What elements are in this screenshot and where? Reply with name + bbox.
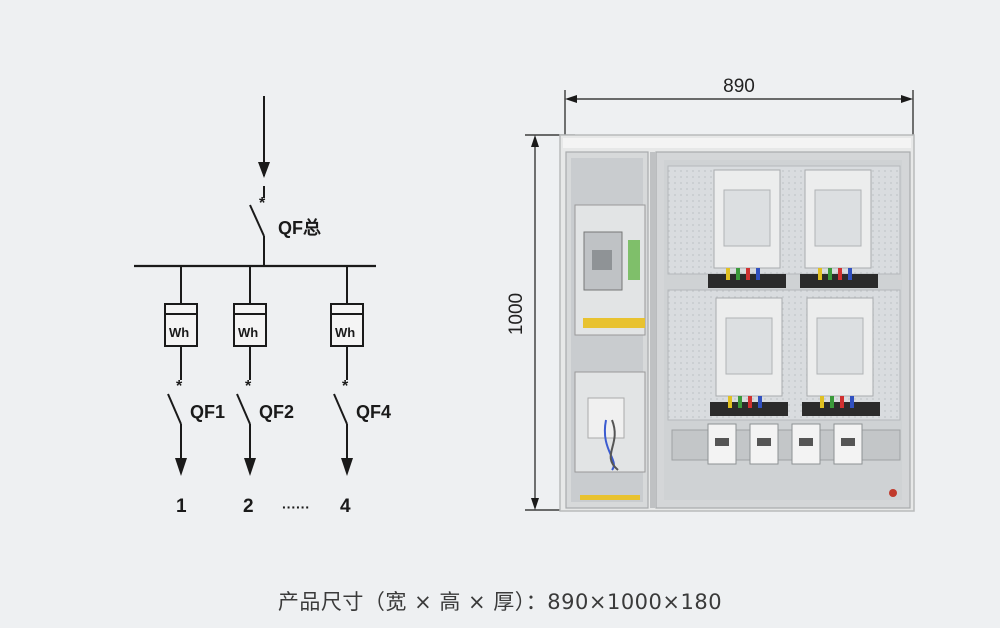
branch-breaker-blade-4 xyxy=(333,393,348,425)
branch-1 xyxy=(164,266,198,476)
main-breaker-label: QF总 xyxy=(278,217,321,238)
branch-4 xyxy=(330,266,364,476)
outgoing-arrow-icon-1 xyxy=(175,458,187,476)
width-dimension-label: 890 xyxy=(723,76,755,97)
branch-breaker-label-2: QF2 xyxy=(259,402,294,422)
outgoing-arrow-icon-2 xyxy=(244,458,256,476)
branch-2 xyxy=(233,266,267,476)
circuit-number-1: 1 xyxy=(176,496,187,517)
branch-breaker-blade-2 xyxy=(236,393,251,425)
height-dimension-label: 1000 xyxy=(506,293,527,335)
din-rail xyxy=(671,429,901,461)
branch-breaker-asterisk-2: * xyxy=(245,378,252,395)
main-breaker-blade xyxy=(249,204,265,237)
meter-box-2 xyxy=(233,303,267,347)
main-breaker-asterisk: * xyxy=(259,195,266,212)
single-line-diagram: * xyxy=(134,96,376,476)
circuit-ellipsis: ······ xyxy=(282,499,310,515)
circuit-number-2: 2 xyxy=(243,496,254,517)
meter-label-1: Wh xyxy=(169,325,189,340)
meter-box-4 xyxy=(330,303,364,347)
branch-breaker-blade-1 xyxy=(167,393,182,425)
branch-breaker-asterisk-4: * xyxy=(342,378,349,395)
branch-breaker-asterisk-1: * xyxy=(176,378,183,395)
cabinet-photo xyxy=(559,134,915,512)
branch-breaker-label-1: QF1 xyxy=(190,402,225,422)
meter-label-2: Wh xyxy=(238,325,258,340)
branch-breaker-label-4: QF4 xyxy=(356,402,391,422)
meter-label-4: Wh xyxy=(335,325,355,340)
product-dimensions-caption: 产品尺寸（宽 × 高 × 厚）：890×1000×180 xyxy=(277,590,723,614)
incoming-arrow-icon xyxy=(258,162,270,178)
circuit-number-4: 4 xyxy=(340,496,351,517)
width-dimension xyxy=(564,90,914,135)
outgoing-arrow-icon-4 xyxy=(341,458,353,476)
